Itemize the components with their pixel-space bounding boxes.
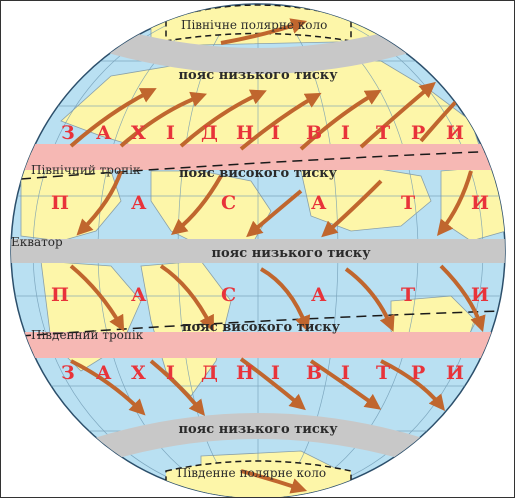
belt-label-high-north: пояс високого тиску — [179, 166, 338, 181]
wind-letter: І — [271, 362, 280, 384]
equator-label: Екватор — [11, 235, 63, 249]
wind-letter: І — [166, 122, 175, 144]
belt-label-low-south: пояс низького тиску — [178, 422, 338, 437]
wind-letter: А — [311, 192, 327, 214]
wind-letter: Х — [131, 362, 146, 384]
wind-letter: Х — [131, 122, 146, 144]
wind-letter: Д — [201, 362, 218, 384]
wind-letter: Н — [236, 122, 254, 144]
low-pressure-belt-south — [83, 413, 434, 464]
tropic-north-line — [20, 150, 502, 180]
wind-letter: І — [166, 362, 175, 384]
wind-letter: З — [61, 362, 75, 384]
wind-letter: Р — [411, 122, 425, 144]
tropic-south-line — [20, 310, 502, 337]
wind-letter: З — [61, 122, 75, 144]
trade-winds-south: П А С А Т И — [51, 284, 489, 306]
polar-circle-north-label: Північне полярне коло — [181, 18, 327, 32]
wind-letter: И — [471, 192, 489, 214]
tropic-north-label: Північний тропік — [31, 163, 141, 177]
high-pressure-belt-south — [11, 332, 505, 358]
wind-letter: В — [306, 362, 322, 384]
trade-winds-north: П А С А Т И — [51, 192, 489, 214]
wind-letter: Т — [376, 122, 390, 144]
polar-circle-south-label: Південне полярне коло — [177, 466, 326, 480]
wind-letter: И — [446, 122, 464, 144]
wind-letter: Т — [401, 192, 415, 214]
wind-letter: Т — [401, 284, 415, 306]
wind-letter: В — [306, 122, 322, 144]
belt-label-low-equator: пояс низького тиску — [211, 246, 371, 261]
wind-letter: А — [96, 362, 112, 384]
wind-letter: П — [51, 284, 69, 306]
high-pressure-belt-north — [11, 144, 505, 170]
wind-letter: И — [471, 284, 489, 306]
wind-letter: А — [96, 122, 112, 144]
wind-letter: Д — [201, 122, 218, 144]
wind-letter: С — [221, 192, 236, 214]
low-pressure-belt-equator — [11, 239, 505, 263]
wind-letter: П — [51, 192, 69, 214]
belt-label-high-south: пояс високого тиску — [182, 320, 341, 335]
wind-letter: А — [131, 192, 147, 214]
wind-letter: Р — [411, 362, 425, 384]
wind-letter: І — [271, 122, 280, 144]
wind-letter: С — [221, 284, 236, 306]
wind-letter: И — [446, 362, 464, 384]
wind-letter: І — [341, 362, 350, 384]
wind-letter: А — [131, 284, 147, 306]
westerlies-north: З А Х І Д Н І В І Т Р И — [61, 122, 464, 144]
wind-letter: І — [341, 122, 350, 144]
wind-letter: А — [311, 284, 327, 306]
low-pressure-belt-north — [83, 23, 434, 74]
westerlies-south: З А Х І Д Н І В І Т Р И — [61, 362, 464, 384]
wind-letter: Т — [376, 362, 390, 384]
wind-letter: Н — [236, 362, 254, 384]
tropic-south-label: Південний тропік — [31, 328, 144, 342]
belt-label-low-north: пояс низького тиску — [178, 68, 338, 83]
